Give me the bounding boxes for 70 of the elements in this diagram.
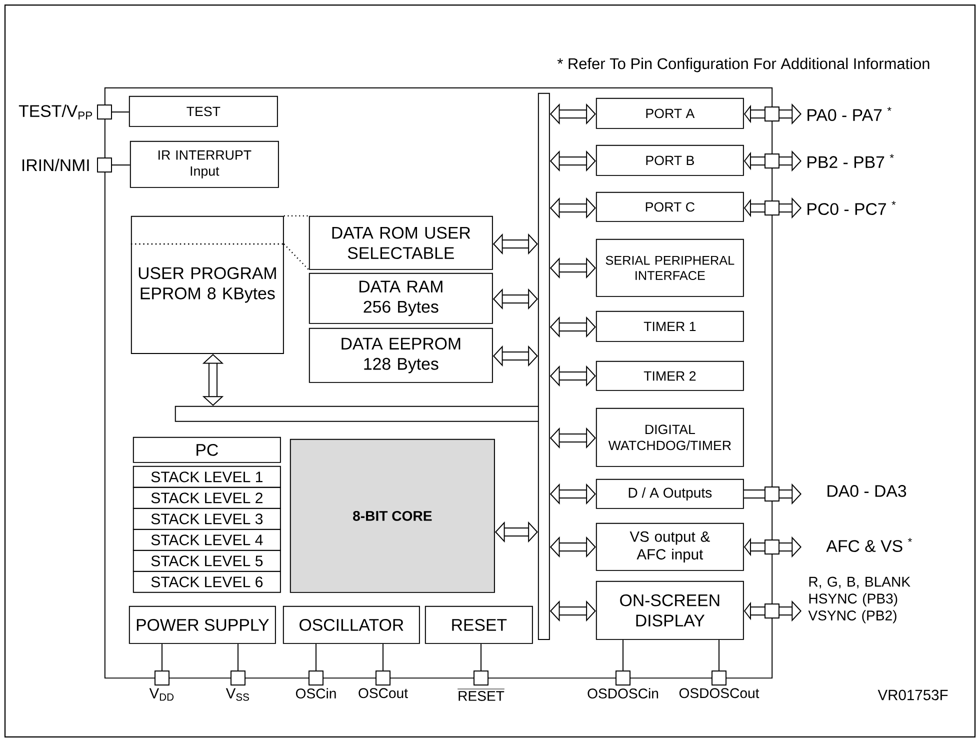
figure-code: VR01753F (878, 690, 948, 700)
node-label: IRIN/NMI (22, 158, 89, 172)
function-box: OSCILLATOR (282, 606, 420, 644)
peripheral-box: SERIAL PERIPHERAL INTERFACE (596, 238, 744, 297)
bus-bar (538, 92, 550, 640)
peripheral-box: TIMER 2 (596, 360, 744, 391)
register-box: STACK LEVEL 3 (132, 508, 281, 530)
node-label: TEST/V$_{PP}$ (18, 104, 92, 120)
pin: OSDOSCout (679, 670, 760, 698)
connector-line (480, 643, 482, 671)
pin: TEST/V$_{PP}$ (18, 104, 112, 120)
memory-box: USER PROGRAM EPROM 8 KBytes (130, 216, 284, 354)
node-label: OSCout (358, 688, 408, 698)
core-box: 8-BIT CORE (290, 438, 495, 593)
node-label: PA0 - PA7 $^{*}$ (808, 106, 892, 121)
memory-box: DATA EEPROM 128 Bytes (308, 328, 493, 383)
connector-line (622, 639, 624, 671)
register-box: STACK LEVEL 1 (132, 466, 281, 488)
pin: OSDOSCin (588, 670, 658, 698)
pin: IRIN/NMI (22, 158, 112, 172)
connector-line (718, 639, 720, 671)
dotted-line (283, 244, 310, 270)
peripheral-box: D / A Outputs (596, 478, 744, 509)
node-label: OSDOSCout (679, 688, 760, 698)
chip-outline (104, 87, 773, 679)
register-box: STACK LEVEL 2 (132, 486, 281, 509)
register-box: PC (132, 436, 281, 463)
pin: V$_{DD}$ (149, 670, 174, 701)
bus-bar (174, 406, 540, 422)
node-label: DA0 - DA3 (828, 485, 906, 497)
memory-box: DATA ROM USER SELECTABLE (308, 216, 493, 270)
connector-line (112, 164, 130, 166)
memory-box: DATA RAM 256 Bytes (308, 272, 493, 324)
node-label: V$_{DD}$ (149, 688, 174, 701)
pin: OSCout (358, 670, 408, 698)
node-label: PC0 - PC7 $^{*}$ (808, 200, 896, 215)
node-label: AFC & VS $^{*}$ (826, 538, 912, 552)
peripheral-box: PORT C (596, 192, 744, 222)
register-box: STACK LEVEL 4 (132, 528, 281, 551)
node-label: OSCin (296, 688, 336, 698)
pin: AFC & VS $^{*}$ (764, 538, 912, 554)
function-box: POWER SUPPLY (128, 606, 276, 644)
peripheral-box: PORT B (596, 144, 744, 176)
pin: R, G, B, BLANK HSYNC (PB3) VSYNC (PB2) (764, 576, 910, 624)
peripheral-box: VS output & AFC input (596, 522, 744, 571)
connector-line (382, 643, 384, 671)
pin: V$_{SS}$ (226, 670, 249, 701)
function-box: IR INTERRUPT Input (130, 140, 279, 188)
pin: PA0 - PA7 $^{*}$ (764, 106, 892, 122)
pin: PC0 - PC7 $^{*}$ (764, 200, 896, 216)
dotted-line (284, 215, 309, 217)
node-label: PB2 - PB7 $^{*}$ (808, 154, 894, 168)
function-box: RESET (424, 606, 533, 644)
peripheral-box: DIGITAL WATCHDOG/TIMER (596, 408, 744, 467)
pin: DA0 - DA3 (764, 485, 906, 502)
register-box: STACK LEVEL 5 (132, 550, 281, 572)
pin: OSCin (296, 670, 336, 698)
node-label: R, G, B, BLANK HSYNC (PB3) VSYNC (PB2) (808, 576, 910, 624)
pin: RESET (457, 670, 505, 701)
pin: PB2 - PB7 $^{*}$ (764, 154, 894, 168)
node-label: RESET (458, 690, 504, 701)
function-box: TEST (128, 96, 278, 127)
hollow-arrow (744, 490, 764, 498)
peripheral-box: ON-SCREEN DISPLAY (596, 580, 744, 640)
note-text: * Refer To Pin Configuration For Additional Information (557, 58, 930, 72)
peripheral-box: PORT A (596, 98, 744, 129)
register-box: STACK LEVEL 6 (132, 570, 281, 593)
node-label: V$_{SS}$ (226, 688, 249, 701)
peripheral-box: TIMER 1 (596, 310, 744, 342)
node-label: OSDOSCin (588, 688, 658, 698)
